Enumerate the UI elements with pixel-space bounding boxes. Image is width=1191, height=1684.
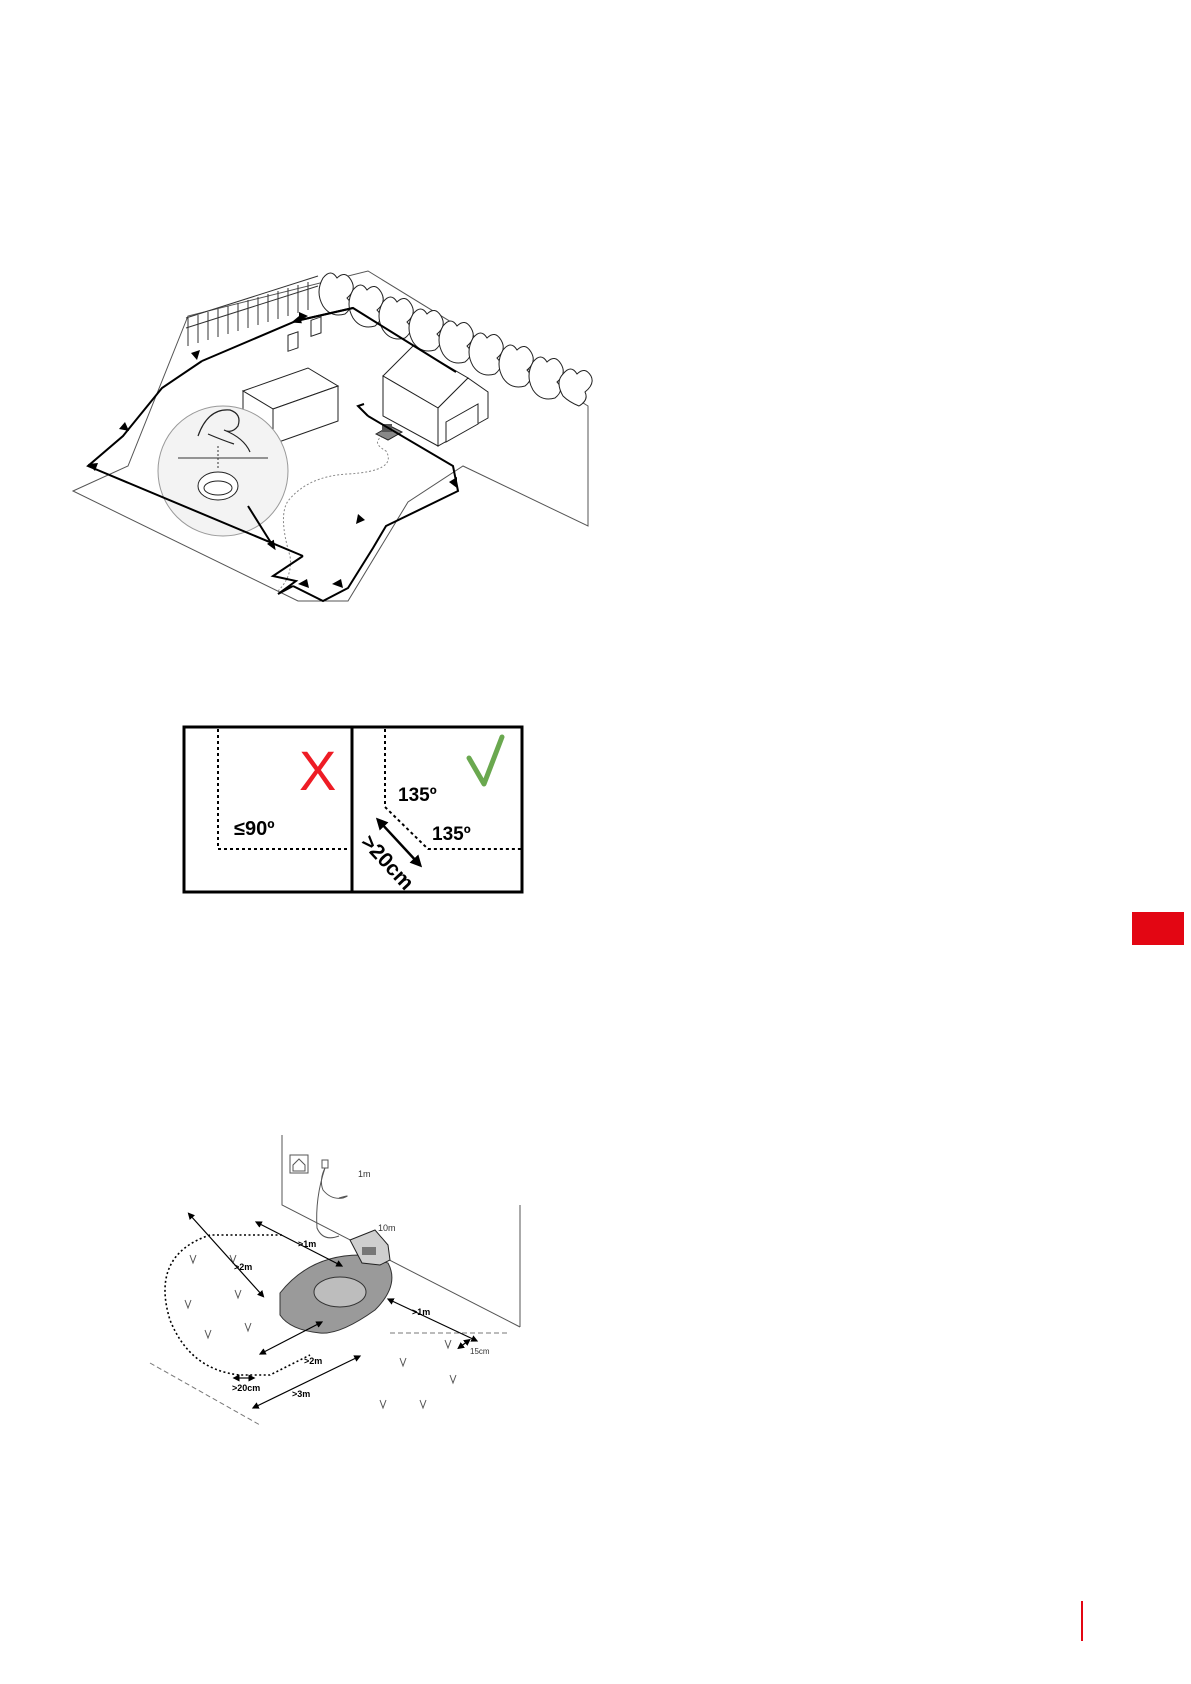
charging-station	[280, 1230, 392, 1333]
charging-station	[376, 424, 402, 440]
wrong-angle-label: ≤90º	[234, 818, 275, 840]
corner-angle-diagram: X ≤90º 135º 135º >20cm	[182, 725, 524, 895]
garden-layout-illustration	[68, 276, 588, 651]
language-tab	[1132, 912, 1184, 945]
power-cable	[317, 1168, 348, 1238]
right-angle-bottom-label: 135º	[432, 824, 471, 845]
page-number-marker	[1081, 1601, 1083, 1641]
wire-connector-detail	[158, 406, 288, 536]
side-clearance-label: >2m	[234, 1262, 252, 1272]
wrong-mark: X	[299, 739, 336, 802]
cable-length-label: 1m	[358, 1169, 371, 1179]
charging-station-clearance-diagram: 1m 10m >2m >1m >1m 15cm >2m >20cm >3m	[150, 1135, 530, 1435]
exit-length-label: >3m	[292, 1389, 310, 1399]
right-angle-top-label: 135º	[398, 785, 437, 806]
wall-offset-label: 15cm	[470, 1347, 490, 1356]
exit-clearance-label: >2m	[304, 1356, 322, 1366]
front-clearance-label: >1m	[298, 1239, 316, 1249]
lawn-outline	[73, 271, 588, 601]
guide-wire	[278, 434, 388, 591]
wall-clearance-label: >1m	[412, 1307, 430, 1317]
wall-length-label: 10m	[378, 1223, 396, 1233]
lawn-edge	[150, 1333, 510, 1425]
wire-gap-label: >20cm	[232, 1383, 260, 1393]
